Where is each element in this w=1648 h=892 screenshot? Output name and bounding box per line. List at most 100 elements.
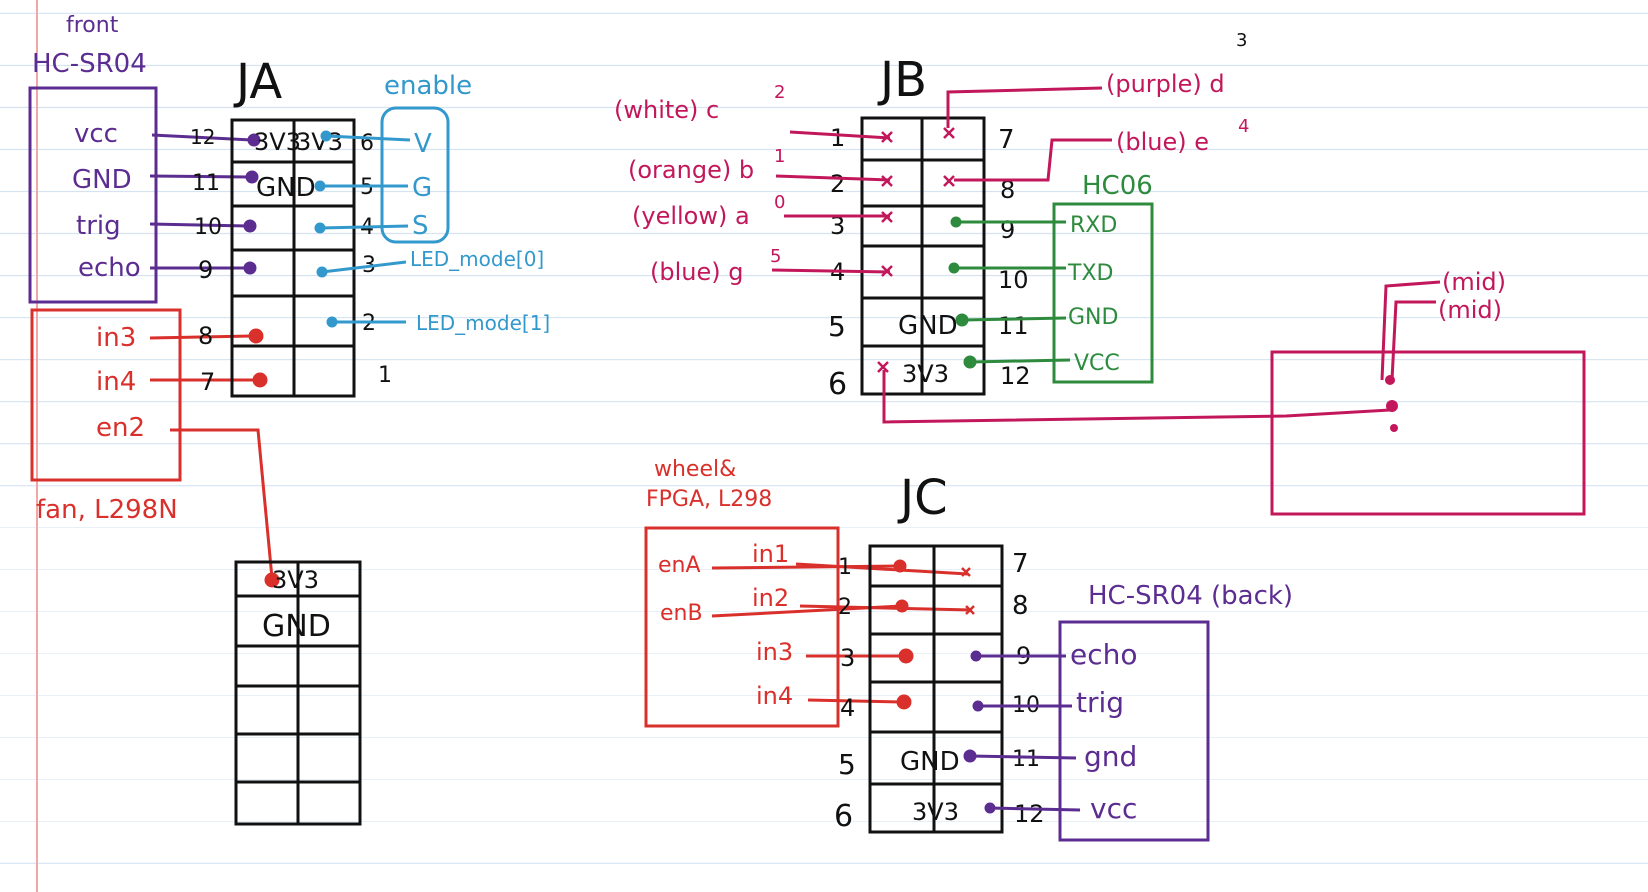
jb-pin-2: 2 <box>830 170 845 198</box>
ja-pin-6: 6 <box>360 131 374 156</box>
ja-cell-gnd: GND <box>256 173 316 203</box>
jb-pin-12: 12 <box>1000 362 1031 390</box>
jc-title: JC <box>897 470 948 526</box>
jc-pin-6: 6 <box>834 799 853 834</box>
hc06-module: HC06 RXD TXD GND VCC <box>1052 171 1154 384</box>
front-sensor-wires <box>149 133 261 275</box>
enable-wires <box>314 130 411 328</box>
jb-right-labels: (purple) d 3 (blue) e 4 <box>1106 30 1249 156</box>
jb-super-2: 2 <box>774 82 785 103</box>
jb-pin-9: 9 <box>1000 216 1015 244</box>
hc06-pin-txd: TXD <box>1067 261 1113 286</box>
back-sensor-pin-vcc: vcc <box>1090 792 1137 825</box>
front-sensor-pin-gnd: GND <box>72 165 132 195</box>
front-sensor-pin-vcc: vcc <box>74 119 118 149</box>
jb-super-4: 4 <box>1238 116 1249 137</box>
led-mode-1-label: LED_mode[1] <box>416 311 550 335</box>
enable-pin-g: G <box>412 173 432 203</box>
wheel-pin-in4: in4 <box>756 682 793 710</box>
led-mode-0-label: LED_mode[0] <box>410 247 544 271</box>
fan-driver-pin-in3: in3 <box>96 323 136 353</box>
back-sensor-box <box>1058 620 1210 842</box>
ja-pin-12: 12 <box>190 125 215 149</box>
ja-pin-7: 7 <box>200 368 215 396</box>
jb-label-yellow-a: (yellow) a <box>632 202 750 230</box>
jc-cell-3v3: 3V3 <box>912 798 959 826</box>
mid-label-1: (mid) <box>1442 268 1506 296</box>
power-header: 3V3 GND <box>234 560 362 826</box>
enable-pin-s: S <box>412 211 429 241</box>
wheel-caption-2: FPGA, L298 <box>646 487 772 512</box>
jb-super-0: 0 <box>774 192 785 213</box>
jb-pin-1: 1 <box>830 124 845 152</box>
jb-super-5: 5 <box>770 246 781 267</box>
hc06-pin-vcc: VCC <box>1074 351 1120 376</box>
fan-driver-caption: fan, L298N <box>36 495 178 525</box>
ja-cell-3v3-left: 3V3 <box>254 128 301 156</box>
notebook-margin-line <box>36 0 38 892</box>
hc06-wires <box>948 216 1071 369</box>
jc-pin-7: 7 <box>1012 549 1029 579</box>
wheel-pin-in1: in1 <box>752 540 789 568</box>
jb-label-blue-e: (blue) e <box>1116 128 1209 156</box>
jb-cell-3v3: 3V3 <box>902 360 949 388</box>
jb-label-orange-b: (orange) b <box>628 156 754 184</box>
hc06-box <box>1052 202 1154 384</box>
jc-pin-11: 11 <box>1012 747 1040 772</box>
ja-pin-10: 10 <box>194 215 222 240</box>
jb-pin-8: 8 <box>1000 176 1015 204</box>
jc-cell-gnd: GND <box>900 747 960 777</box>
jc-pin-8: 8 <box>1012 591 1029 621</box>
ja-pin-1: 1 <box>378 363 392 388</box>
jc-pin-4: 4 <box>840 694 855 722</box>
back-sensor-pin-echo: echo <box>1070 638 1138 671</box>
jc-pin-3: 3 <box>840 644 855 672</box>
enable-module: enable V G S LED_mode[0] LED_mode[1] <box>380 71 550 335</box>
jc-pin-12: 12 <box>1014 800 1045 828</box>
front-sensor-caption-top: front <box>66 13 119 38</box>
fan-driver-pin-in4: in4 <box>96 367 136 397</box>
ja-cell-3v3-right: 3V3 <box>296 128 343 156</box>
jb-pin-7: 7 <box>998 125 1015 155</box>
fan-driver-pin-en2: en2 <box>96 413 145 443</box>
back-sensor-pin-gnd: gnd <box>1084 740 1137 773</box>
ja-pin-8: 8 <box>198 322 213 350</box>
wheel-pin-in2: in2 <box>752 584 789 612</box>
wheel-pin-in3: in3 <box>756 638 793 666</box>
mid-box: (mid) (mid) <box>1270 268 1586 516</box>
jb-title: JB <box>877 52 927 108</box>
ja-header: JA 3V3 GND 3V3 12 11 10 9 8 7 6 5 4 3 2 … <box>190 54 392 398</box>
jb-left-labels: (white) c 2 (orange) b 1 (yellow) a 0 (b… <box>614 82 785 286</box>
jb-super-1: 1 <box>774 146 785 167</box>
jb-left-wires <box>771 130 891 274</box>
jc-grid-outline <box>868 544 1004 834</box>
jb-pin-6: 6 <box>828 367 847 402</box>
jb-pin-11: 11 <box>998 312 1029 340</box>
fan-driver: in3 in4 en2 fan, L298N <box>30 308 182 525</box>
jc-pin-2: 2 <box>838 595 852 620</box>
front-sensor-box <box>28 86 158 304</box>
back-sensor-wires <box>963 650 1081 814</box>
enable-box <box>380 106 450 244</box>
jb-label-blue-g: (blue) g <box>650 258 743 286</box>
mid-label-2: (mid) <box>1438 296 1502 324</box>
wheel-driver: wheel& FPGA, L298 enA enB in1 in2 in3 in… <box>644 457 840 728</box>
hc06-pin-rxd: RXD <box>1070 213 1117 238</box>
jb-power-loop <box>882 370 1391 424</box>
wheel-caption-1: wheel& <box>654 457 736 482</box>
front-sensor-pin-trig: trig <box>76 211 121 241</box>
front-sensor-caption: HC-SR04 <box>32 49 147 79</box>
jb-label-purple-d: (purple) d <box>1106 70 1225 98</box>
ja-title: JA <box>233 54 282 110</box>
ja-pin-9: 9 <box>198 256 213 284</box>
back-sensor-caption: HC-SR04 (back) <box>1088 581 1293 611</box>
jb-label-white-c: (white) c <box>614 96 719 124</box>
ja-pin-11: 11 <box>192 171 220 196</box>
power-header-gnd: GND <box>262 609 331 644</box>
fan-driver-box <box>30 308 182 482</box>
hc06-pin-gnd: GND <box>1068 305 1118 330</box>
jb-pin-5: 5 <box>828 310 846 343</box>
front-sensor-pin-echo: echo <box>78 253 141 283</box>
jb-cell-gnd: GND <box>898 311 958 341</box>
